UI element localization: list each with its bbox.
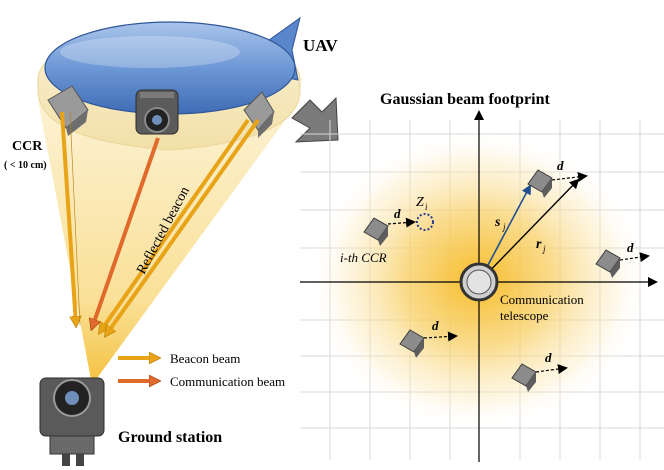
comm-telescope-label-line2: telescope — [500, 308, 549, 323]
target-position-marker — [416, 213, 434, 231]
footprint-ccr-lower-left: d — [399, 318, 458, 358]
ccr-icon-shade — [610, 258, 620, 278]
displacement-arrow — [387, 217, 416, 228]
ground-station-label: Ground station — [118, 429, 222, 446]
beacon-beams — [60, 111, 260, 335]
ccr-icon-shade — [378, 226, 388, 246]
communication-beam — [92, 137, 160, 328]
legend: Beacon beam Communication beam — [118, 351, 285, 389]
ground-station-telescope-icon — [39, 377, 105, 466]
z-i-label: Z i — [416, 195, 428, 212]
comm-telescope-label-line1: Communication — [500, 292, 584, 307]
footprint-ccr-right: d — [595, 240, 650, 278]
ccr-icon — [47, 85, 89, 136]
communication-telescope-icon — [459, 262, 499, 302]
s-j-symbol: s — [494, 215, 501, 230]
displacement-arrow — [551, 171, 588, 182]
displacement-arrow — [423, 331, 458, 342]
block-arrow-icon — [291, 96, 339, 143]
ith-ccr-label: i-th CCR — [340, 250, 387, 265]
footprint-ccr-j: d — [527, 158, 588, 198]
d-label: d — [557, 158, 564, 173]
ccr-icon-shade — [526, 372, 536, 392]
displacement-arrow — [535, 364, 568, 375]
s-j-label: s j — [494, 215, 506, 232]
r-j-symbol: r — [536, 237, 542, 252]
uav-airship — [44, 16, 301, 115]
d-label: d — [545, 350, 552, 365]
footprint-ccr-lower-right: d — [511, 350, 568, 392]
d-label: d — [627, 240, 634, 255]
uav-label: UAV — [303, 36, 338, 55]
d-label: d — [394, 206, 401, 221]
legend-beacon-label: Beacon beam — [170, 351, 240, 366]
s-j-subscript: j — [502, 222, 506, 232]
z-i-symbol: Z — [416, 195, 424, 210]
z-i-subscript: i — [425, 202, 428, 212]
ccr-size-label: ( < 10 cm) — [4, 160, 47, 171]
r-j-subscript: j — [542, 244, 546, 254]
d-label: d — [432, 318, 439, 333]
footprint-ccr-i: d — [363, 206, 416, 246]
legend-communication-label: Communication beam — [170, 374, 285, 389]
ccr-icon-shade — [542, 178, 552, 198]
ccr-label: CCR — [12, 139, 43, 154]
r-j-label: r j — [536, 237, 546, 254]
ccr-icon-shade — [414, 338, 424, 358]
footprint-title: Gaussian beam footprint — [380, 91, 550, 108]
vector-r-j — [478, 178, 580, 283]
telescope-icon — [135, 89, 179, 135]
